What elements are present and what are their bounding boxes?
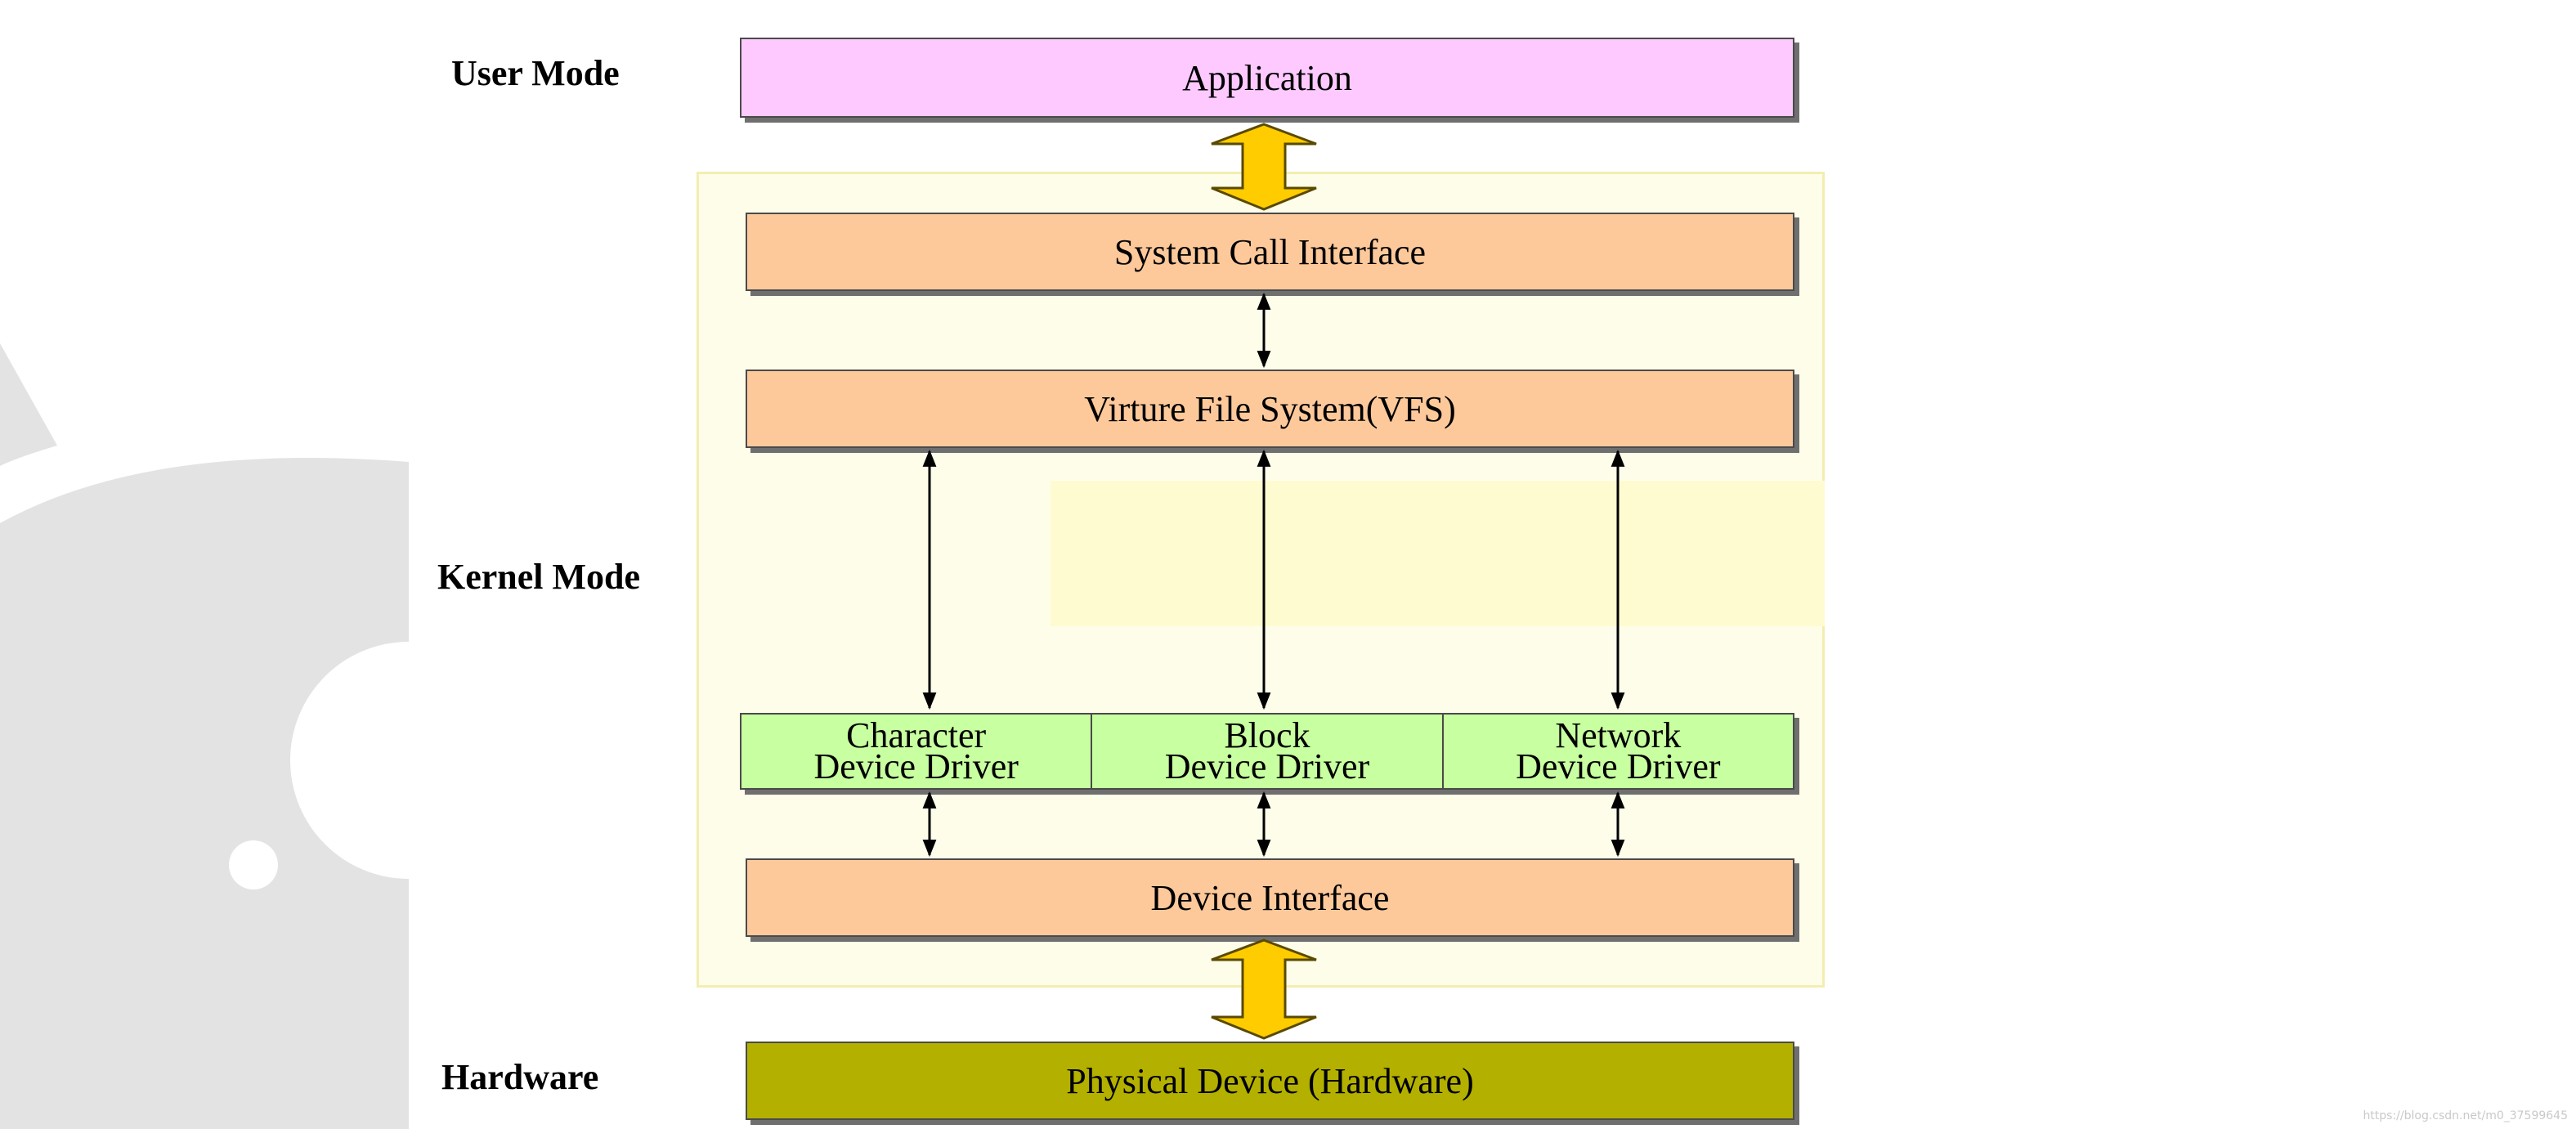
driver-label-line2: Device Driver	[1516, 746, 1721, 786]
big-double-arrow-top	[1211, 123, 1317, 211]
driver-label-line2: Device Driver	[813, 746, 1019, 786]
device-interface-label: Device Interface	[1150, 877, 1390, 918]
vfs-label: Virture File System(VFS)	[1084, 388, 1456, 429]
driver-label-line1: Block	[1224, 715, 1310, 755]
driver-label-line1: Network	[1555, 715, 1682, 755]
physical-device-box: Physical Device (Hardware)	[746, 1042, 1794, 1120]
system-call-interface-box: System Call Interface	[746, 213, 1794, 291]
kernel-region-highlight	[1051, 481, 1825, 626]
big-double-arrow-bottom	[1211, 939, 1317, 1040]
network-device-driver: Network Device Driver	[1441, 715, 1793, 788]
application-box: Application	[740, 38, 1794, 118]
kernel-mode-label: Kernel Mode	[437, 557, 641, 597]
device-interface-box: Device Interface	[746, 858, 1794, 937]
system-call-interface-label: System Call Interface	[1113, 231, 1427, 272]
character-device-driver: Character Device Driver	[741, 715, 1091, 788]
cat-logo-icon	[0, 343, 409, 1129]
user-mode-label: User Mode	[451, 53, 620, 93]
driver-label-line2: Device Driver	[1164, 746, 1370, 786]
physical-device-label: Physical Device (Hardware)	[1066, 1060, 1474, 1101]
vfs-box: Virture File System(VFS)	[746, 370, 1794, 448]
device-driver-row: Character Device Driver Block Device Dri…	[740, 713, 1794, 790]
watermark-url: https://blog.csdn.net/m0_37599645	[2363, 1109, 2568, 1122]
driver-label-line1: Character	[846, 715, 987, 755]
hardware-label: Hardware	[441, 1057, 599, 1097]
application-label: Application	[1182, 57, 1352, 98]
block-device-driver: Block Device Driver	[1091, 715, 1441, 788]
